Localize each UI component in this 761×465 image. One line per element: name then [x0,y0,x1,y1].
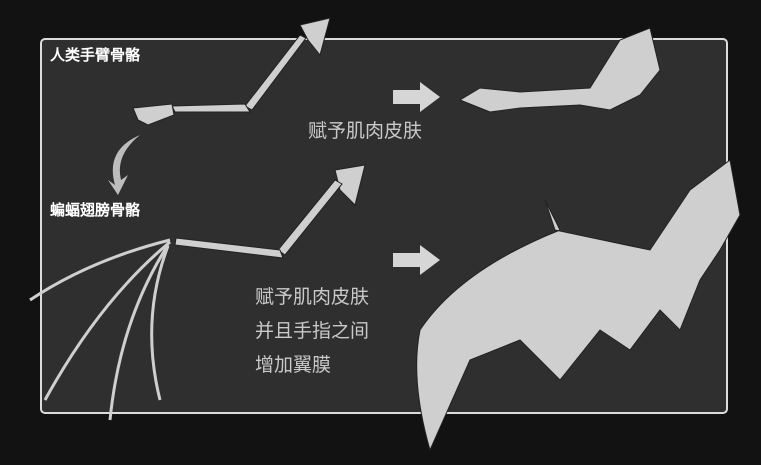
bat-caption: 赋予肌肉皮肤 并且手指之间 增加翼膜 [255,280,369,382]
human-caption: 赋予肌肉皮肤 [308,120,423,142]
bat-finger [108,244,170,421]
human-scapula [299,17,331,57]
bat-finger [150,245,170,401]
curved-arrow-icon [108,135,140,195]
bat-finger [29,238,171,302]
human-humerus [244,34,307,111]
human-hand-bones [132,103,175,126]
bat-caption-line: 并且手指之间 [255,320,370,342]
bat-caption-line: 赋予肌肉皮肤 [255,286,370,308]
bat-finger [43,240,171,401]
arrow-right-icon [393,245,440,275]
arrow-right-icon [393,82,440,112]
human-forearm [171,103,251,113]
bat-forearm [174,237,284,259]
human-arm-title: 人类手臂骨骼 [50,46,141,64]
human-arm-muscled [458,27,661,113]
bat-humerus [277,179,343,256]
bat-wing-title: 蝙蝠翅膀骨骼 [50,201,141,219]
bat-wing-membrane [416,159,741,452]
bat-caption-line: 增加翼膜 [255,354,332,376]
